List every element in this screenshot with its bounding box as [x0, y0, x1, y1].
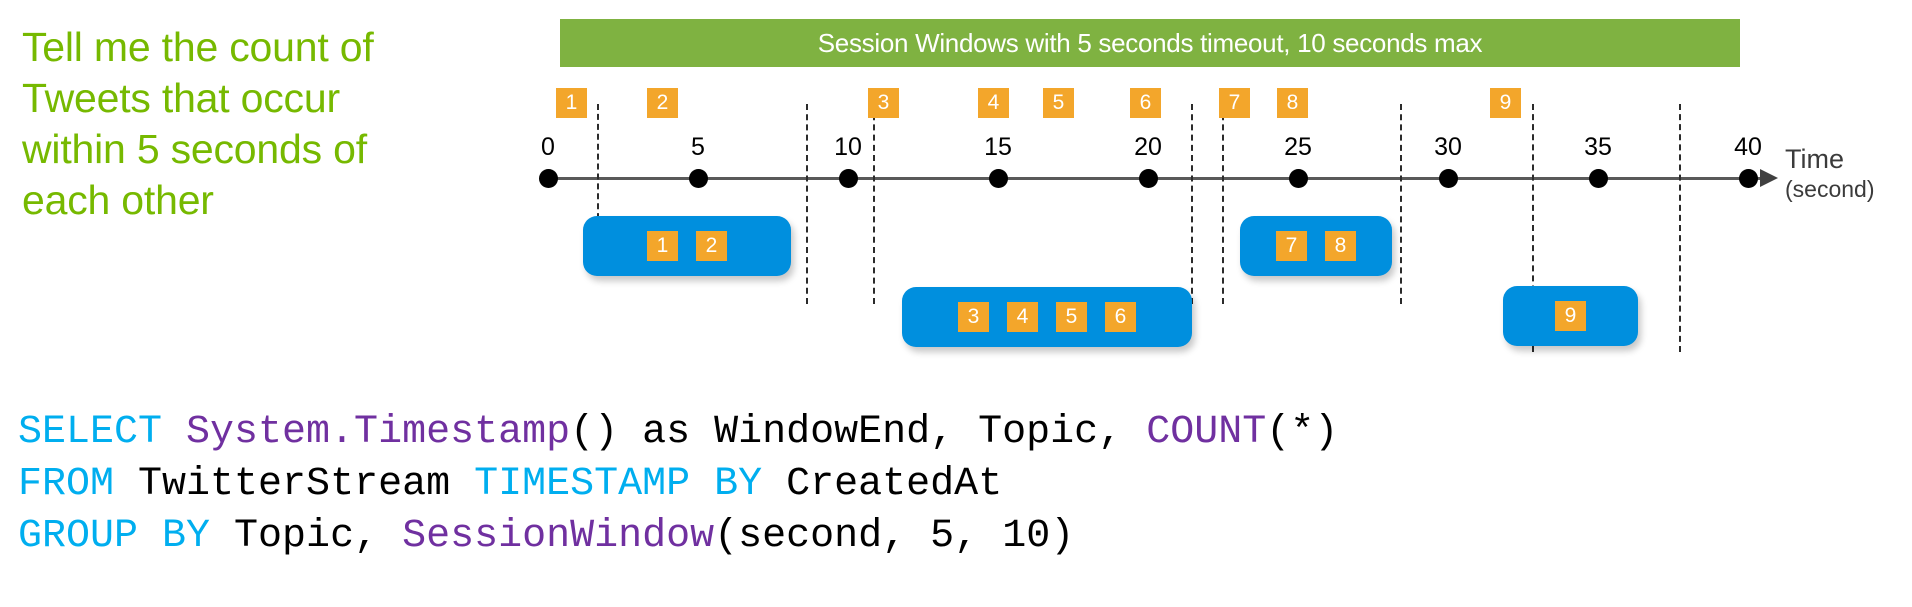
- axis-tick-label: 0: [541, 133, 555, 161]
- sql-token-id: TwitterStream: [138, 462, 475, 507]
- sql-token-id: () as WindowEnd, Topic,: [570, 410, 1147, 455]
- time-axis-label: Time (second): [1785, 144, 1874, 204]
- axis-tick-dot: [1439, 169, 1458, 188]
- session-separator-line: [873, 104, 875, 304]
- event-badge-1: 1: [556, 88, 587, 118]
- window-event-badge-6: 6: [1105, 302, 1136, 332]
- banner-title: Session Windows with 5 seconds timeout, …: [817, 27, 1483, 58]
- session-separator-line: [806, 104, 808, 304]
- sql-token-fn: COUNT: [1146, 410, 1267, 455]
- window-event-badge-2: 2: [696, 231, 727, 261]
- axis-tick-dot: [539, 169, 558, 188]
- question-line: Tweets that occur: [22, 75, 340, 121]
- axis-tick-label: 25: [1284, 133, 1312, 161]
- axis-tick-label: 40: [1734, 133, 1762, 161]
- sql-token-kw: TIMESTAMP BY: [474, 462, 787, 507]
- event-badge-2: 2: [647, 88, 678, 118]
- sql-line: GROUP BY Topic, SessionWindow(second, 5,…: [18, 511, 1338, 563]
- sql-line: FROM TwitterStream TIMESTAMP BY CreatedA…: [18, 459, 1338, 511]
- axis-tick-label: 5: [691, 133, 705, 161]
- sql-token-id: (*): [1266, 410, 1339, 455]
- window-event-badge-3: 3: [958, 302, 989, 332]
- event-badge-7: 7: [1219, 88, 1250, 118]
- sql-token-kw: SELECT: [18, 410, 187, 455]
- question-text: Tell me the count of Tweets that occur w…: [22, 22, 442, 226]
- event-badge-8: 8: [1277, 88, 1308, 118]
- axis-tick-dot: [989, 169, 1008, 188]
- time-axis-arrow-icon: [1760, 169, 1778, 187]
- question-line: each other: [22, 177, 214, 223]
- time-axis-label-text: Time: [1785, 144, 1844, 174]
- session-separator-line: [1191, 104, 1193, 304]
- event-badge-9: 9: [1490, 88, 1521, 118]
- sql-line: SELECT System.Timestamp() as WindowEnd, …: [18, 407, 1338, 459]
- window-event-badge-1: 1: [647, 231, 678, 261]
- window-event-badge-8: 8: [1325, 231, 1356, 261]
- sql-token-kw: FROM: [18, 462, 139, 507]
- window-event-badge-4: 4: [1007, 302, 1038, 332]
- time-axis-unit-text: (second): [1785, 176, 1875, 202]
- event-badge-3: 3: [868, 88, 899, 118]
- question-line: Tell me the count of: [22, 24, 374, 70]
- axis-tick-dot: [689, 169, 708, 188]
- axis-tick-label: 30: [1434, 133, 1462, 161]
- event-badge-5: 5: [1043, 88, 1074, 118]
- sql-query-block: SELECT System.Timestamp() as WindowEnd, …: [18, 407, 1338, 563]
- window-event-badge-5: 5: [1056, 302, 1087, 332]
- sql-token-id: (second, 5, 10): [714, 514, 1075, 559]
- sql-token-id: Topic,: [234, 514, 403, 559]
- event-badge-4: 4: [978, 88, 1009, 118]
- axis-tick-label: 10: [834, 133, 862, 161]
- sql-token-id: CreatedAt: [786, 462, 1003, 507]
- session-separator-line: [1222, 104, 1224, 304]
- axis-tick-dot: [1589, 169, 1608, 188]
- banner: Session Windows with 5 seconds timeout, …: [560, 19, 1740, 67]
- axis-tick-dot: [1139, 169, 1158, 188]
- window-event-badge-7: 7: [1276, 231, 1307, 261]
- axis-tick-label: 35: [1584, 133, 1612, 161]
- axis-tick-dot: [1739, 169, 1758, 188]
- session-separator-line: [1679, 104, 1681, 352]
- time-axis-line: [548, 177, 1773, 180]
- axis-tick-label: 15: [984, 133, 1012, 161]
- window-event-badge-9: 9: [1555, 301, 1586, 331]
- axis-tick-dot: [1289, 169, 1308, 188]
- session-separator-line: [597, 104, 599, 239]
- axis-tick-dot: [839, 169, 858, 188]
- sql-token-fn: System.Timestamp: [186, 410, 571, 455]
- question-line: within 5 seconds of: [22, 126, 367, 172]
- session-separator-line: [1532, 104, 1534, 352]
- session-separator-line: [1400, 104, 1402, 304]
- sql-token-fn: SessionWindow: [402, 514, 715, 559]
- event-badge-6: 6: [1130, 88, 1161, 118]
- axis-tick-label: 20: [1134, 133, 1162, 161]
- sql-token-kw: GROUP BY: [18, 514, 235, 559]
- session-window-box: 9: [1503, 286, 1638, 346]
